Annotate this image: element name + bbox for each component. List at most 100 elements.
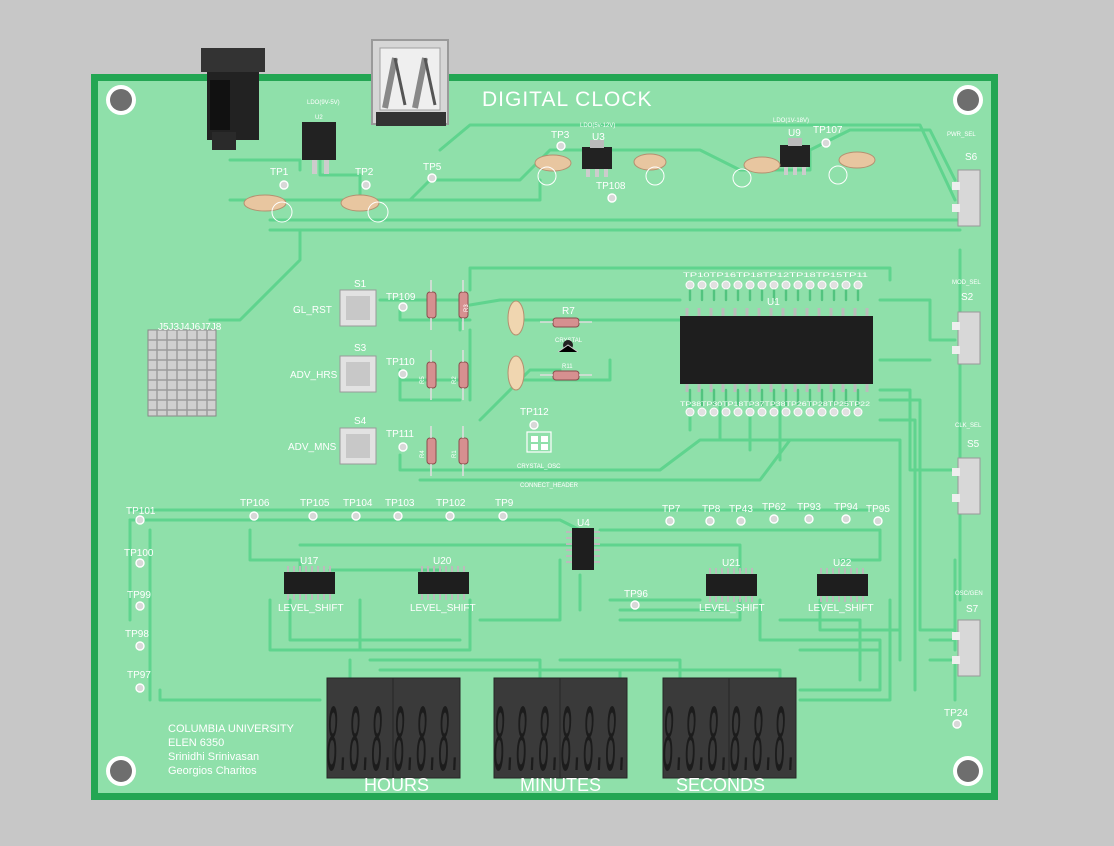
- u9-note: LDO(1V-18V): [773, 118, 809, 124]
- tp5-label: TP5: [423, 162, 442, 173]
- seconds-label: SECONDS: [676, 775, 765, 795]
- adv-hrs-label: ADV_HRS: [290, 370, 338, 381]
- r5-ref: R5: [420, 376, 426, 384]
- u1-pins-top: TP10TP16TP18TP12TP18TP15TP11: [683, 273, 869, 279]
- tp3-label: TP3: [551, 130, 570, 141]
- u1-microcontroller: [680, 280, 873, 417]
- u17-label: LEVEL_SHIFT: [278, 603, 344, 614]
- credit-line-2: ELEN 6350: [168, 737, 224, 749]
- regulator-u2: LDO(9V-5V) U2: [302, 100, 340, 174]
- test-point-pads: [135, 138, 962, 729]
- tp109-label: TP109: [386, 292, 416, 303]
- osc-gen-label: OSC/GEN: [955, 591, 983, 597]
- u4-ref: U4: [577, 518, 590, 529]
- credit-line-1: COLUMBIA UNIVERSITY: [168, 723, 295, 735]
- s3-ref: S3: [354, 343, 367, 354]
- traces: [128, 123, 962, 702]
- tp110-label: TP110: [386, 357, 415, 368]
- slide-switches: [952, 169, 981, 677]
- u20-label: LEVEL_SHIFT: [410, 603, 476, 614]
- tp102-label: TP102: [436, 498, 466, 509]
- tp62-label: TP62: [762, 502, 786, 513]
- credit-line-3: Srinidhi Srinivasan: [168, 751, 259, 763]
- s2-ref: S2: [961, 292, 974, 303]
- r3-ref: R3: [464, 304, 470, 312]
- usb-connector: [371, 39, 449, 126]
- tp7-label: TP7: [662, 504, 681, 515]
- tp8-label: TP8: [702, 504, 721, 515]
- tp107-label: TP107: [813, 125, 843, 136]
- adv-mns-label: ADV_MNS: [288, 442, 337, 453]
- crystal-component: [557, 340, 579, 353]
- u1-pins-bottom: TP38TP30TP18TP37TP38TP26TP28TP25TP22: [680, 402, 871, 408]
- pin-header: [147, 329, 217, 417]
- r11-ref: R11: [562, 364, 573, 370]
- tp100-label: TP100: [124, 548, 154, 559]
- tp101-label: TP101: [126, 506, 156, 517]
- u22-label: LEVEL_SHIFT: [808, 603, 874, 614]
- u3-ref: U3: [592, 132, 605, 143]
- push-buttons: [339, 289, 377, 465]
- gl-rst-label: GL_RST: [293, 305, 332, 316]
- header-ref: J5J3J4J6J7J8: [158, 322, 222, 333]
- s7-ref: S7: [966, 604, 979, 615]
- tp24-label: TP24: [944, 708, 968, 719]
- u21-label: LEVEL_SHIFT: [699, 603, 765, 614]
- tp95-label: TP95: [866, 504, 890, 515]
- u20-ref: U20: [433, 556, 452, 567]
- u22-ref: U22: [833, 558, 852, 569]
- regulator-u9: LDO(1V-18V) U9: [773, 118, 810, 175]
- u9-ref: U9: [788, 128, 801, 139]
- tp97-label: TP97: [127, 670, 151, 681]
- seconds-digits: 8.8.8.8.8.8.: [663, 691, 797, 791]
- tp99-label: TP99: [127, 590, 151, 601]
- tp2-label: TP2: [355, 167, 374, 178]
- s5-ref: S5: [967, 439, 980, 450]
- u1-ref: U1: [767, 297, 780, 308]
- capacitors: [243, 151, 876, 391]
- seven-segment-displays: [326, 677, 797, 779]
- mounting-holes: [106, 85, 983, 786]
- crystal-oscillator: [526, 431, 552, 453]
- u2-ref: U2: [315, 115, 323, 121]
- regulator-u3: LDO(5v-12V) U3: [580, 123, 615, 177]
- mod-sel-label: MOD_SEL: [952, 280, 981, 286]
- u3-note: LDO(5v-12V): [580, 123, 615, 129]
- r4-ref: R4: [420, 450, 426, 458]
- tp103-label: TP103: [385, 498, 415, 509]
- tp108-label: TP108: [596, 181, 626, 192]
- minutes-digits: 8.8.8.8.8.8.: [494, 691, 628, 791]
- connect-header-label: CONNECT_HEADER: [520, 483, 579, 489]
- credit-line-4: Georgios Charitos: [168, 765, 257, 777]
- level-shifters: [284, 566, 868, 602]
- u4-chip: [566, 528, 600, 570]
- resistors: [426, 280, 592, 476]
- tp111-label: TP111: [386, 429, 414, 440]
- hours-digits: 8.8.8.8.8.8.: [327, 691, 461, 791]
- r7-ref: R7: [562, 306, 575, 317]
- hours-label: HOURS: [364, 775, 429, 795]
- tp112-label: TP112: [520, 407, 549, 418]
- dc-jack: [201, 48, 265, 150]
- s6-ref: S6: [965, 152, 978, 163]
- tp1-label: TP1: [270, 167, 289, 178]
- u2-note: LDO(9V-5V): [307, 100, 340, 106]
- clk-sel-label: CLK_SEL: [955, 423, 982, 429]
- u21-ref: U21: [722, 558, 741, 569]
- minutes-label: MINUTES: [520, 775, 601, 795]
- tp94-label: TP94: [834, 502, 858, 513]
- tp96-label: TP96: [624, 589, 648, 600]
- tp93-label: TP93: [797, 502, 821, 513]
- board-title: DIGITAL CLOCK: [482, 88, 653, 111]
- u17-ref: U17: [300, 556, 319, 567]
- tp98-label: TP98: [125, 629, 149, 640]
- crystal-osc-label: CRYSTAL_OSC: [517, 464, 561, 470]
- s4-ref: S4: [354, 416, 367, 427]
- s1-ref: S1: [354, 279, 367, 290]
- r2-ref: R2: [452, 376, 458, 384]
- tp104-label: TP104: [343, 498, 373, 509]
- pwr-sel-label: PWR_SEL: [947, 132, 976, 138]
- tp106-label: TP106: [240, 498, 270, 509]
- r1-ref: R1: [452, 450, 458, 458]
